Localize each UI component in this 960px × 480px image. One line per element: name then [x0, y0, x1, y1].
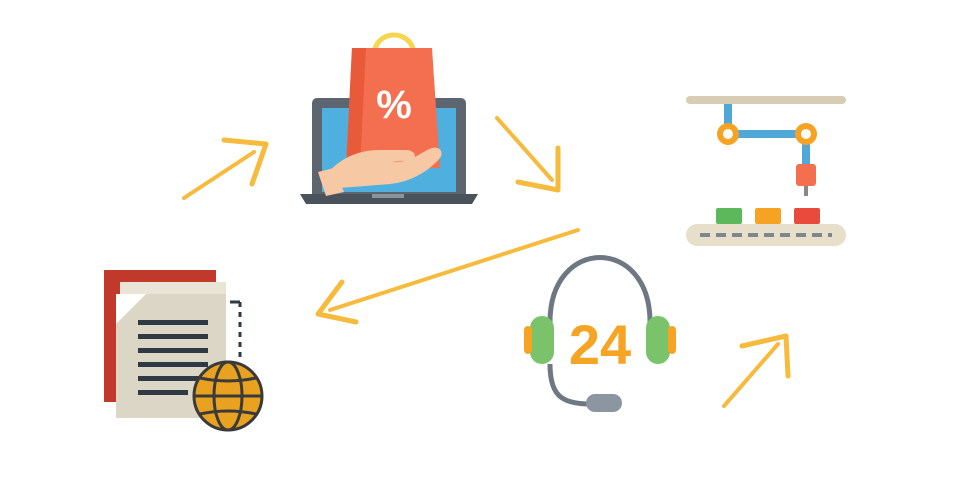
shopping-bag: [346, 48, 440, 168]
laptop-shopping-bag-icon: %: [300, 32, 478, 204]
right-ear-cup: [646, 316, 670, 364]
document-lines: [138, 320, 208, 395]
left-ear-cup: [530, 316, 554, 364]
box-orange: [755, 208, 781, 224]
hours-label: 24: [569, 313, 631, 376]
arrow-shopping-to-manufacturing: [495, 116, 561, 193]
headset-24-icon: 24: [524, 255, 676, 412]
box-red: [794, 208, 820, 224]
box-green: [716, 208, 742, 224]
arrow-support-to-manufacturing: [722, 333, 791, 408]
globe-icon: [192, 360, 264, 432]
microphone: [586, 394, 622, 412]
arrow-documents-to-shopping: [182, 137, 269, 200]
documents-globe-icon: [104, 270, 264, 432]
bag-percent-label: %: [376, 83, 412, 127]
hand: [322, 147, 442, 188]
arrow-manufacturing-to-documents: [315, 228, 580, 325]
robotic-arm-conveyor-icon: [686, 96, 846, 246]
